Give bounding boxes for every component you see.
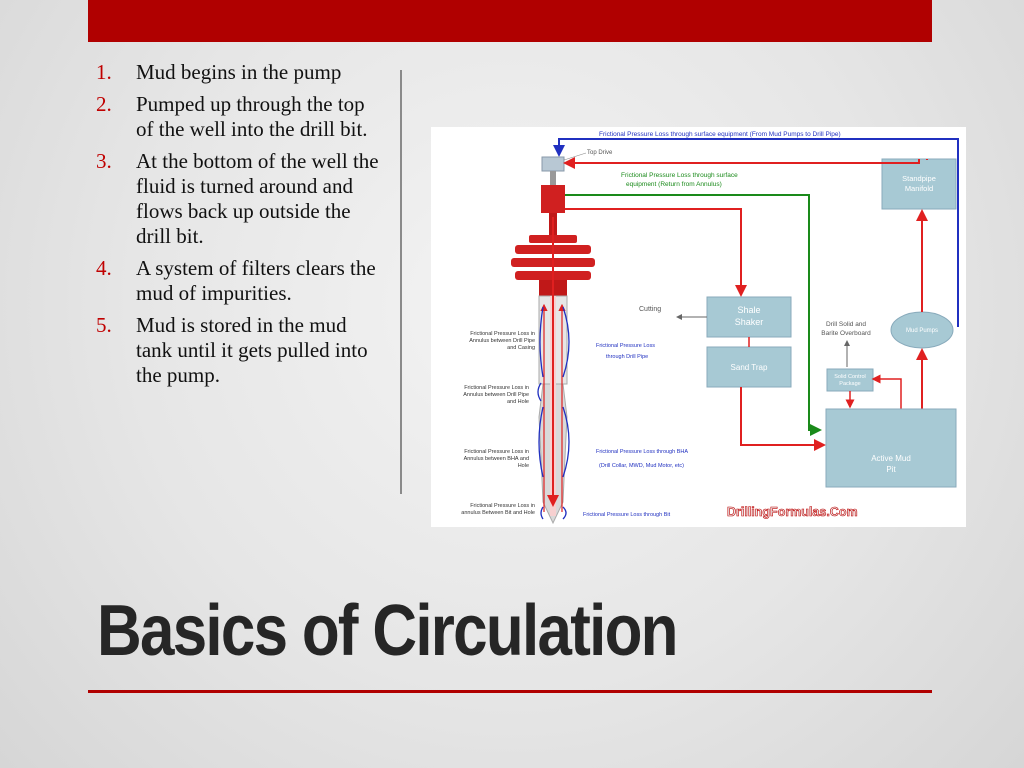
- solid-control-package: [826, 368, 874, 392]
- right-label-3: Frictional Pressure Loss through Bit: [583, 512, 671, 518]
- sand-trap: [706, 346, 792, 388]
- watermark-logo: DrillingFormulas.Com: [727, 505, 858, 519]
- list-item: 2.Pumped up through the top of the well …: [96, 92, 368, 141]
- top-accent-bar: [88, 0, 932, 42]
- list-item: 4.A system of filters clears the mud of …: [96, 256, 376, 305]
- red-flow-to-shaker: [565, 208, 747, 297]
- pit-to-solid-control: [871, 374, 902, 409]
- mud-pumps-label: Mud Pumps: [906, 328, 938, 334]
- manifold-connector: [563, 157, 920, 169]
- page-title: Basics of Circulation: [97, 591, 679, 671]
- top-drive-box: [541, 156, 565, 172]
- cutting-label: Cutting: [639, 306, 661, 313]
- right-label-2: Frictional Pressure Loss through BHA(Dri…: [596, 449, 688, 469]
- column-divider: [400, 70, 402, 494]
- red-flow-to-pit: [740, 387, 826, 451]
- sand-trap-label: Sand Trap: [731, 363, 768, 372]
- green-flow-line: [565, 194, 822, 436]
- circulation-diagram: Frictional Pressure Loss through surface…: [431, 127, 966, 527]
- top-drive-label: Top Drive: [587, 150, 613, 156]
- top-line-label: Frictional Pressure Loss through surface…: [599, 131, 841, 138]
- top-drive-shaft: [550, 171, 556, 185]
- active-mud-pit: [825, 408, 957, 488]
- standpipe-manifold: [881, 158, 957, 210]
- return-label: Frictional Pressure Loss through surface…: [621, 172, 738, 188]
- blue-flow-line: [553, 138, 959, 327]
- top-drive-pointer: [563, 152, 587, 161]
- list-item: 3.At the bottom of the well the fluid is…: [96, 149, 379, 248]
- list-item: 5.Mud is stored in the mud tank until it…: [96, 313, 368, 387]
- list-item: 1.Mud begins in the pump: [96, 60, 342, 84]
- bullet-list: 1.Mud begins in the pump 2.Pumped up thr…: [96, 60, 381, 395]
- title-underline: [88, 690, 932, 693]
